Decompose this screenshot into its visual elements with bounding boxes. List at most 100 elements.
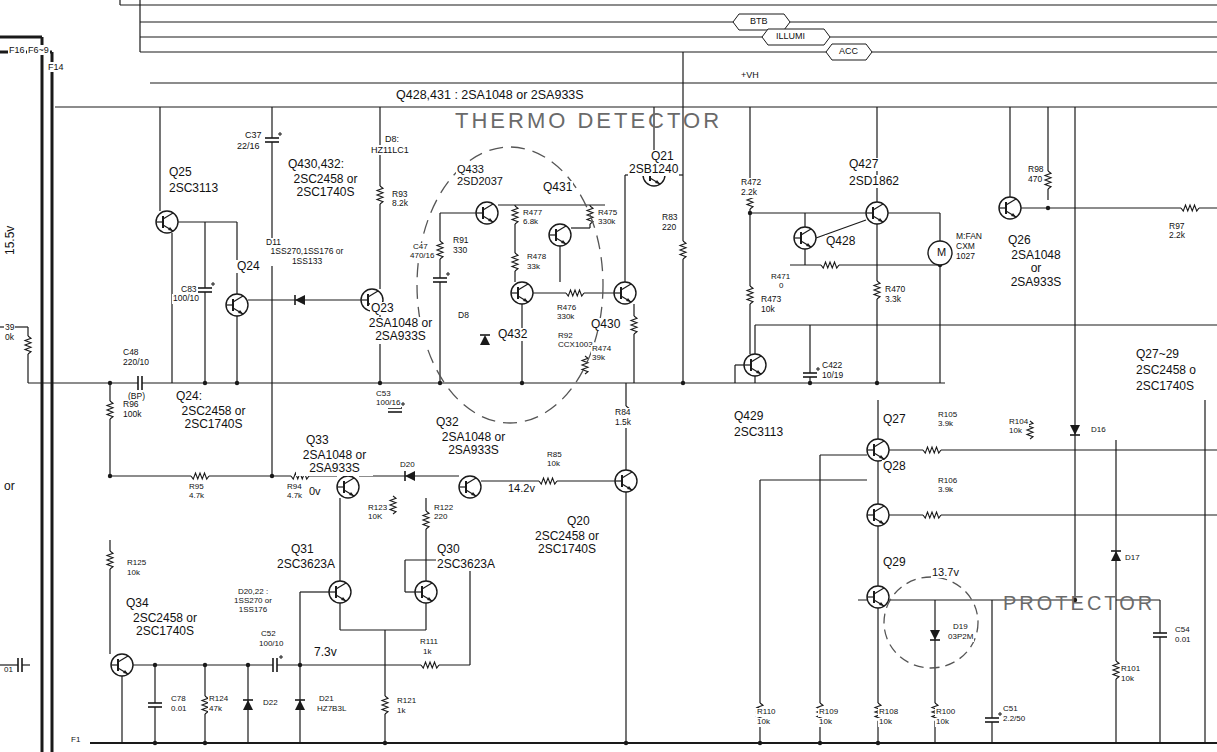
transistor-lead <box>459 486 466 487</box>
transistor-collector <box>233 296 243 302</box>
component-label: CXM <box>955 242 976 252</box>
component-label: Q34 <box>125 597 150 610</box>
signal-tag <box>762 29 830 45</box>
component-label: 39k <box>591 354 606 363</box>
wire <box>1115 440 1116 743</box>
wire <box>734 365 735 383</box>
transistor-emitter <box>518 296 528 302</box>
component-label: 15.5v <box>4 225 17 256</box>
transistor-emitter <box>751 368 761 374</box>
transistor-emitter <box>621 296 631 302</box>
diode-symbol <box>243 700 253 710</box>
component-label: 330k <box>597 218 616 227</box>
junction-dot <box>748 211 752 215</box>
component-label: 39 <box>4 323 15 333</box>
component-label: Q428 <box>825 235 856 248</box>
transistor-arrow <box>123 670 128 674</box>
component-label: 0.01 <box>1174 636 1192 645</box>
frame-line <box>0 36 42 39</box>
resistor-gap <box>421 661 439 669</box>
component-label: 14.2v <box>507 482 536 494</box>
capacitor-plate <box>1153 636 1167 638</box>
transistor-symbol <box>415 581 437 603</box>
transistor-emitter <box>163 225 173 231</box>
component-label: D21 <box>318 695 335 704</box>
component-label: D8 <box>457 311 470 321</box>
component-label: 100/10 <box>172 294 200 304</box>
diode-symbol <box>405 471 415 481</box>
transistor-emitter <box>1006 211 1016 217</box>
transistor-collector <box>518 284 528 290</box>
resistor-gap <box>191 472 209 480</box>
capacitor-plate <box>803 376 817 378</box>
transistor-symbol <box>111 654 133 676</box>
component-label: R109 <box>818 708 839 717</box>
capacitor-polarity <box>401 404 405 405</box>
wire <box>299 592 300 665</box>
dashed-region: THERMO DETECTOR <box>415 145 605 425</box>
capacitor-polarity <box>279 657 283 658</box>
component-label: R96 <box>122 400 140 410</box>
component-label: 01 <box>3 666 14 675</box>
wire <box>120 4 1217 5</box>
resistor-gap <box>106 551 114 569</box>
transistor-lead <box>511 292 518 293</box>
component-label: F16 <box>8 45 26 55</box>
wire <box>159 107 160 211</box>
capacitor-plate <box>985 717 999 719</box>
wire <box>521 304 522 383</box>
wire <box>750 212 866 213</box>
component-label: 10k <box>126 569 141 578</box>
component-label: 10K <box>367 513 383 522</box>
resistor-gap <box>381 696 389 714</box>
junction-dot <box>203 741 207 745</box>
component-label: 2SC3623A <box>436 558 496 571</box>
transistor-collector <box>368 291 378 297</box>
transistor-symbol <box>867 504 889 526</box>
transistor-arrow <box>427 597 432 601</box>
transistor-lead <box>337 486 344 487</box>
wire <box>624 205 625 282</box>
transistor-symbol <box>867 439 889 461</box>
component-label: 3.9k <box>937 486 954 495</box>
resistor-symbol <box>631 316 637 334</box>
transistor-emitter <box>483 216 493 222</box>
resistor-symbol <box>566 290 584 296</box>
transistor-collector <box>621 284 631 290</box>
component-label: R121 <box>396 697 417 706</box>
wire <box>1204 400 1205 743</box>
component-label: 330k <box>556 313 575 322</box>
component-label: Q427 <box>848 158 879 171</box>
transistor-arrow <box>349 492 354 496</box>
capacitor-plate <box>137 376 139 390</box>
component-label: 7.3v <box>313 646 338 659</box>
transistor-symbol <box>476 202 498 224</box>
component-label: 10k <box>878 718 893 727</box>
component-label: R94 <box>286 483 303 492</box>
component-label: HZ11LC1 <box>370 145 410 155</box>
wire <box>735 364 744 365</box>
transistor-arrow <box>488 218 493 222</box>
component-label: R125 <box>126 559 147 568</box>
component-label: 1k <box>422 648 432 657</box>
resistor-symbol <box>382 696 388 714</box>
transistor-collector <box>1006 199 1016 205</box>
wire <box>122 664 470 665</box>
capacitor-gap <box>433 278 447 282</box>
junction-dot <box>246 663 250 667</box>
transistor-arrow <box>626 298 631 302</box>
transistor-lead <box>999 207 1006 208</box>
wire <box>28 382 110 383</box>
component-label: 6.8k <box>522 218 539 227</box>
capacitor-plate <box>265 137 279 139</box>
component-label: D20 <box>399 461 416 470</box>
capacitor-gap <box>148 703 162 707</box>
ground-bus <box>90 742 1217 744</box>
transistor-collector <box>483 204 493 210</box>
junction-dot <box>438 381 442 385</box>
resistor-symbol <box>107 551 113 569</box>
wire <box>498 204 605 205</box>
capacitor-polarity <box>816 369 820 370</box>
junction-dot <box>203 381 207 385</box>
component-label: 10k <box>1120 675 1135 684</box>
